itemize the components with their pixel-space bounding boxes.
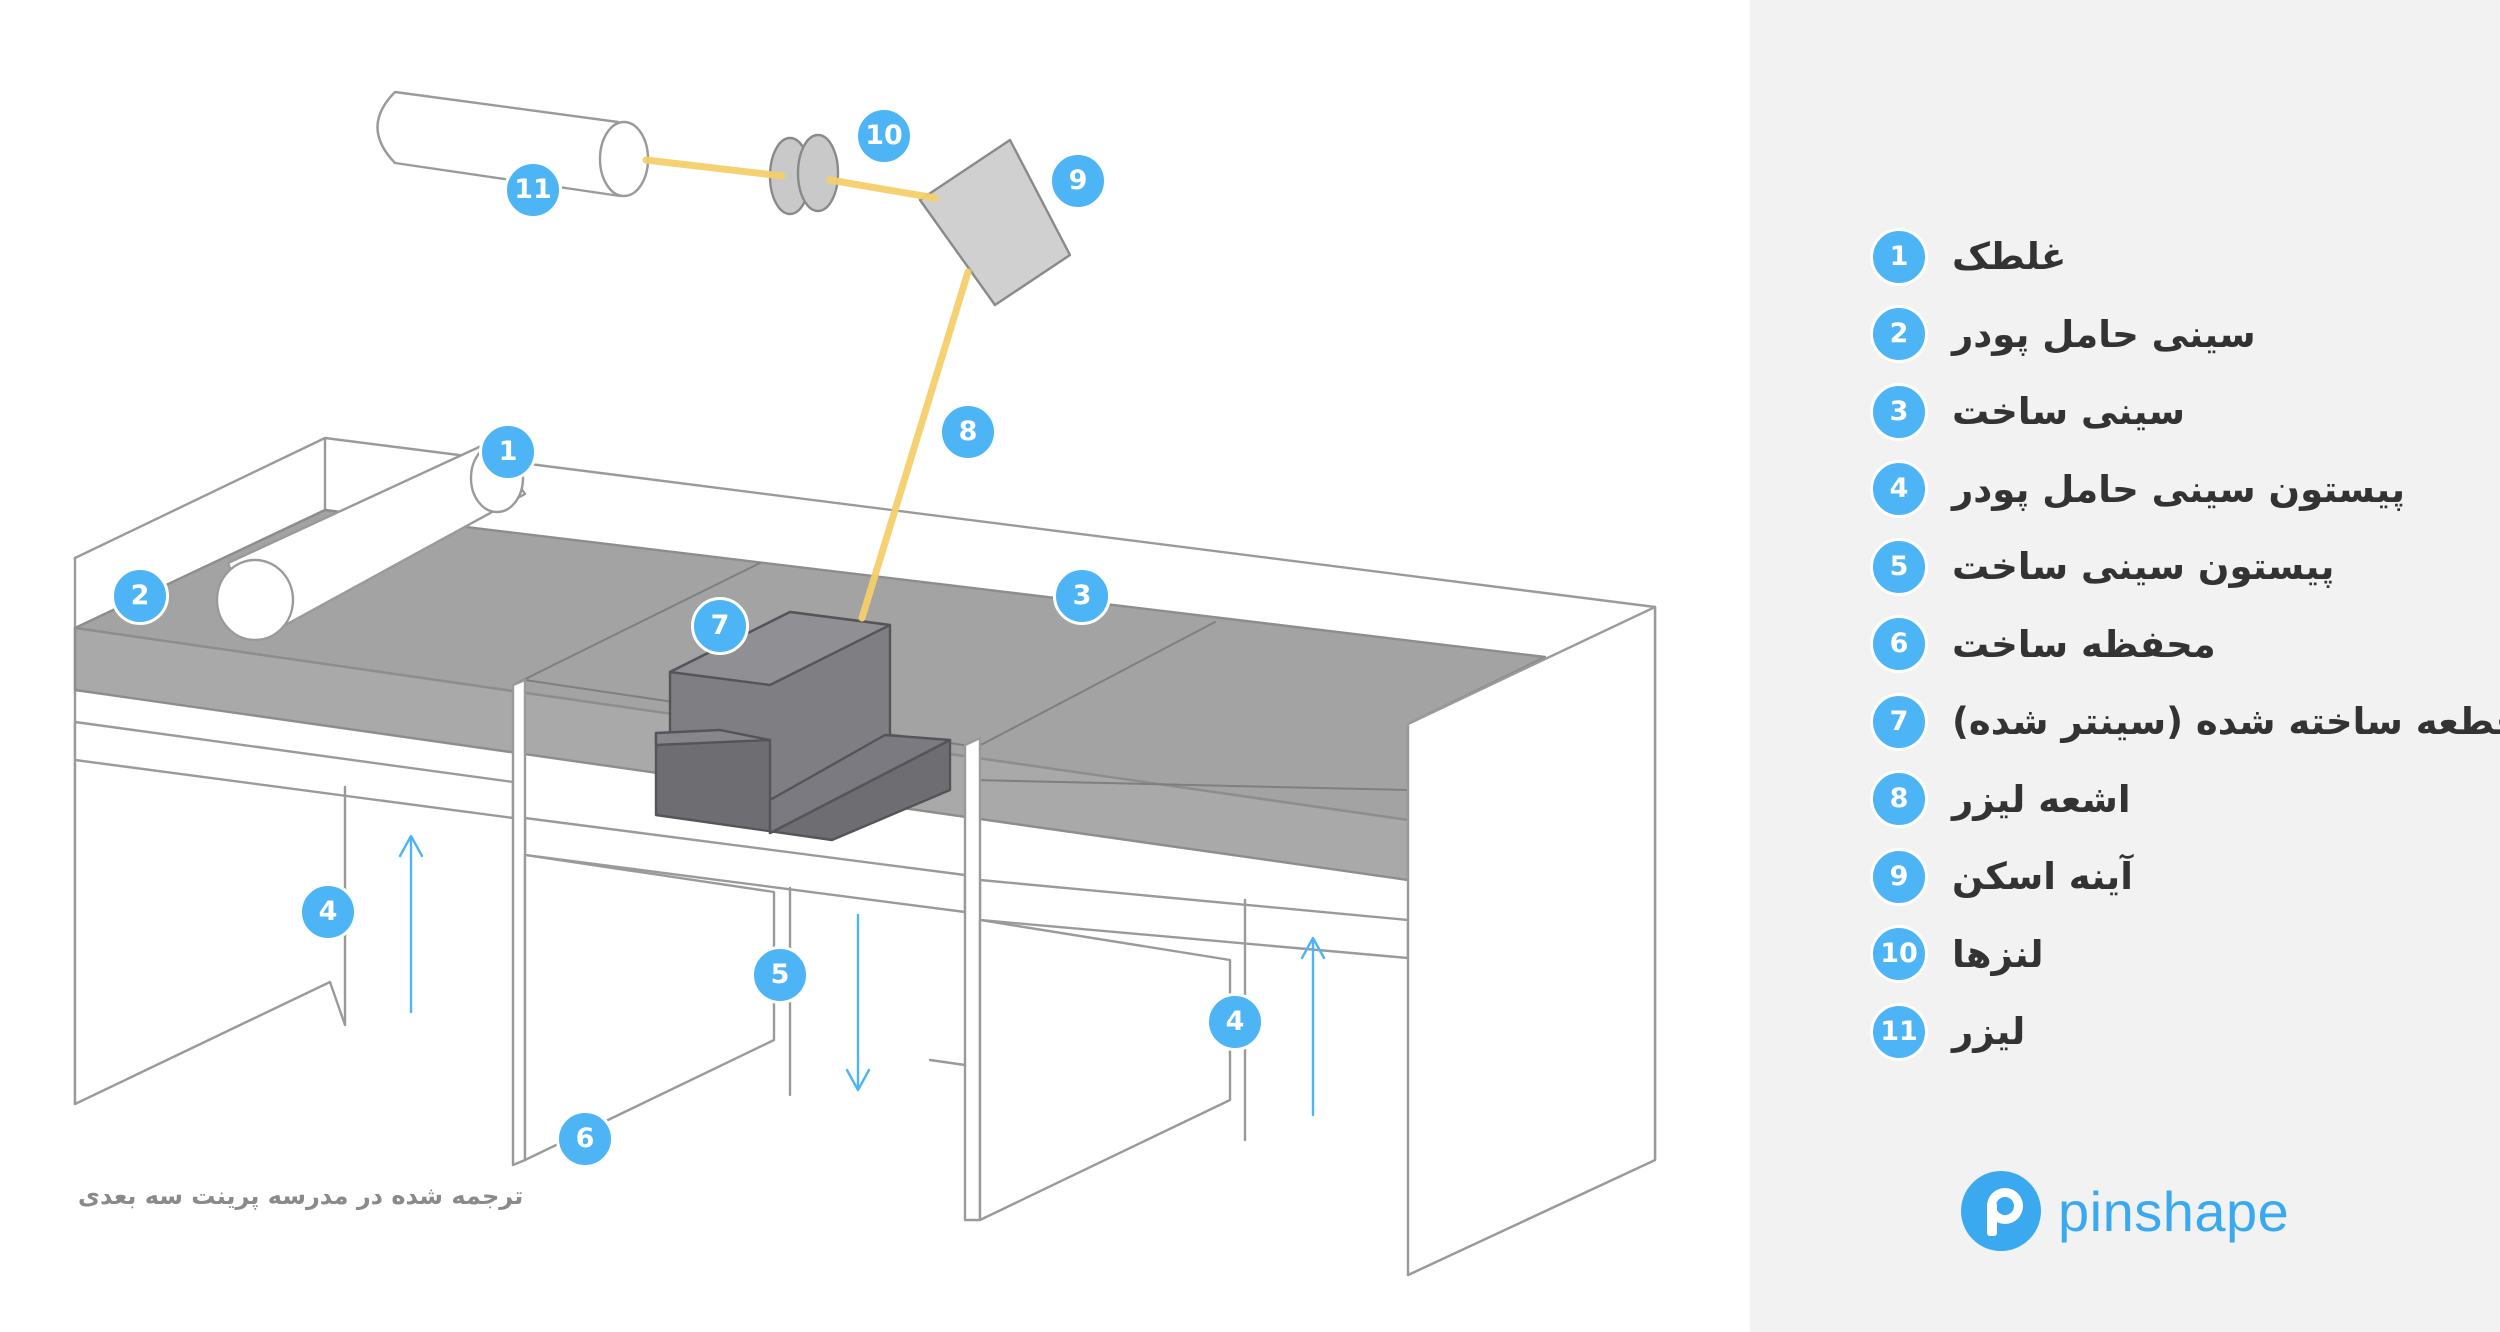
legend-number: 6 <box>1870 615 1928 674</box>
legend-number: 8 <box>1870 770 1928 829</box>
legend-item: 7 قطعه ساخته شده (سینتر شده) <box>1870 683 2500 761</box>
scan-mirror <box>918 138 1072 307</box>
marker-laser-beam: 8 <box>939 403 997 461</box>
marker-powder-piston-left: 4 <box>299 883 357 941</box>
right-chamber <box>963 605 1657 1277</box>
lens-pair <box>768 133 840 216</box>
pinshape-logo[interactable]: pinshape <box>1958 1168 2289 1254</box>
legend-label: محفظه ساخت <box>1952 622 2216 666</box>
middle-chamber <box>511 678 967 1167</box>
legend-item: 4 پیستون سینی حامل پودر <box>1870 451 2450 529</box>
legend-number: 11 <box>1870 1002 1928 1061</box>
legend-label: آینه اسکن <box>1952 855 2133 899</box>
roller <box>215 440 527 642</box>
marker-powder-piston-right: 4 <box>1206 993 1264 1051</box>
legend-item: 8 اشعه لیزر <box>1870 761 2450 839</box>
marker-lenses: 10 <box>855 107 913 165</box>
marker-sintered-part: 7 <box>691 597 749 655</box>
laser-beam <box>642 156 972 622</box>
marker-powder-tray: 2 <box>111 567 169 625</box>
legend-number: 7 <box>1870 692 1928 751</box>
legend-label: لیزر <box>1952 1010 2026 1054</box>
marker-build-chamber: 6 <box>556 1110 614 1168</box>
legend-number: 9 <box>1870 847 1928 906</box>
piston-arrows <box>398 834 1326 1117</box>
marker-scan-mirror: 9 <box>1049 152 1107 210</box>
marker-laser: 11 <box>504 161 562 219</box>
legend-label: سینی ساخت <box>1952 390 2186 434</box>
legend-item: 9 آینه اسکن <box>1870 838 2450 916</box>
sintered-part <box>654 610 952 842</box>
legend-item: 3 سینی ساخت <box>1870 373 2450 451</box>
legend-number: 5 <box>1870 537 1928 596</box>
legend-item: 11 لیزر <box>1870 993 2450 1071</box>
legend-number: 1 <box>1870 227 1928 286</box>
legend-label: اشعه لیزر <box>1952 777 2131 821</box>
marker-build-piston: 5 <box>751 946 809 1004</box>
legend-item: 10 لنزها <box>1870 916 2450 994</box>
legend-number: 3 <box>1870 382 1928 441</box>
legend-label: قطعه ساخته شده (سینتر شده) <box>1952 700 2500 744</box>
legend-label: سینی حامل پودر <box>1952 312 2256 356</box>
legend-number: 10 <box>1870 925 1928 984</box>
legend-number: 4 <box>1870 460 1928 519</box>
legend-label: غلطک <box>1952 235 2067 279</box>
left-chamber <box>73 758 347 1106</box>
legend-item: 1 غلطک <box>1870 218 2450 296</box>
legend-item: 5 پیستون سینی ساخت <box>1870 528 2450 606</box>
pinshape-wordmark: pinshape <box>2058 1179 2290 1243</box>
legend-panel <box>1750 0 2500 1332</box>
legend-list: 1 غلطک 2 سینی حامل پودر 3 سینی ساخت 4 پیستون… <box>1870 218 2500 1071</box>
translation-credit: ترجمه شده در مدرسه پرینت سه بعدی <box>78 1182 524 1210</box>
legend-item: 6 محفظه ساخت <box>1870 606 2450 684</box>
legend-label: لنزها <box>1952 932 2044 976</box>
legend-label: پیستون سینی حامل پودر <box>1952 467 2406 511</box>
pinshape-logo-icon <box>1961 1171 2041 1251</box>
legend-label: پیستون سینی ساخت <box>1952 545 2335 589</box>
marker-build-tray: 3 <box>1053 567 1111 625</box>
legend-item: 2 سینی حامل پودر <box>1870 296 2450 374</box>
legend-number: 2 <box>1870 305 1928 364</box>
marker-roller: 1 <box>479 423 537 481</box>
